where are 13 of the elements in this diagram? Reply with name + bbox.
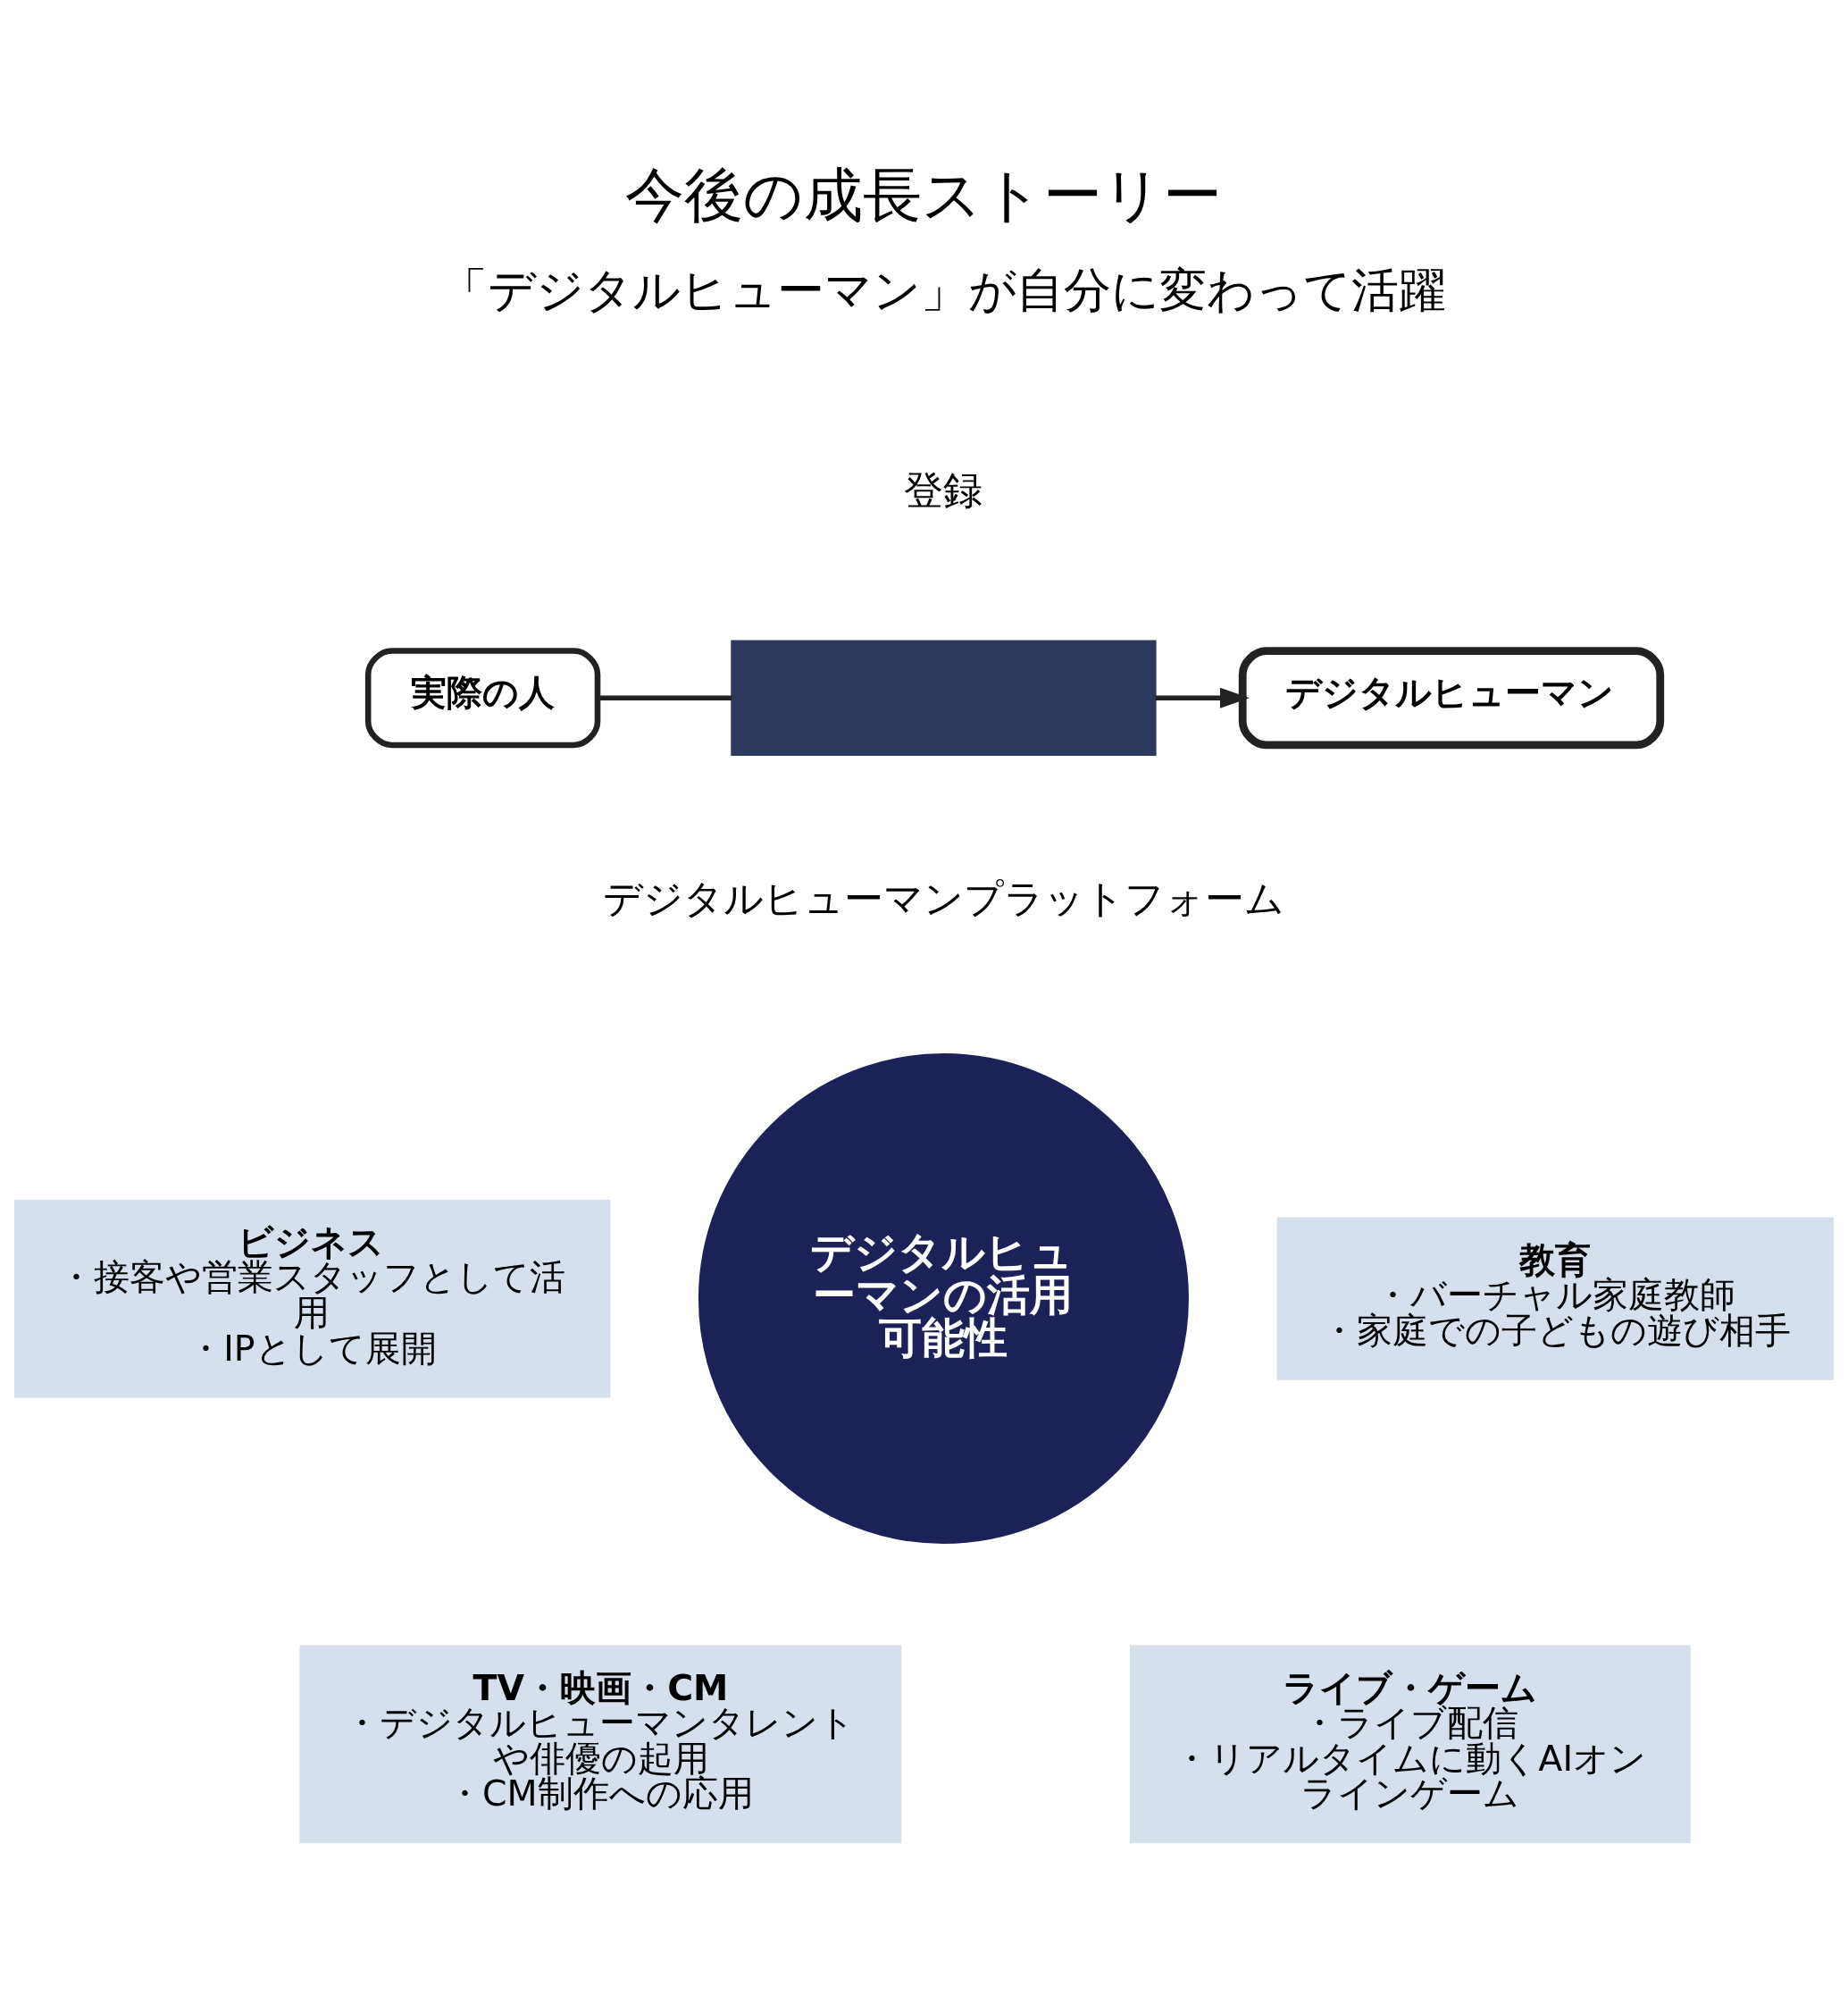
node-box	[731, 640, 1157, 756]
label: 「デジタルヒューマン」が自分に変わって活躍	[440, 262, 1447, 317]
node-box: ビジネス ・接客や営業スタッフとして活用 ・IPとして展開	[13, 1199, 611, 1398]
node-box: ライブ・ゲーム ・ライブ配信 ・リアルタイムに動くAIオンラインゲーム	[1130, 1645, 1691, 1844]
arrow	[1155, 687, 1250, 708]
node-box: デジタルヒューマン	[1238, 647, 1665, 750]
node-label: デジタルヒューマンプラットフォーム	[602, 875, 1284, 921]
node-box: 実際の人	[364, 648, 601, 749]
connector	[598, 695, 732, 700]
node-box: TV・映画・CM ・デジタルヒューマンタレントや俳優の起用 ・CM制作への応用	[299, 1645, 902, 1844]
node-label: 登録	[904, 466, 983, 513]
diagram-title: 今後の成長ストーリー	[625, 161, 1223, 230]
node-box: 教育 ・バーチャル家庭教師 ・家庭での子どもの遊び相手	[1276, 1217, 1835, 1380]
